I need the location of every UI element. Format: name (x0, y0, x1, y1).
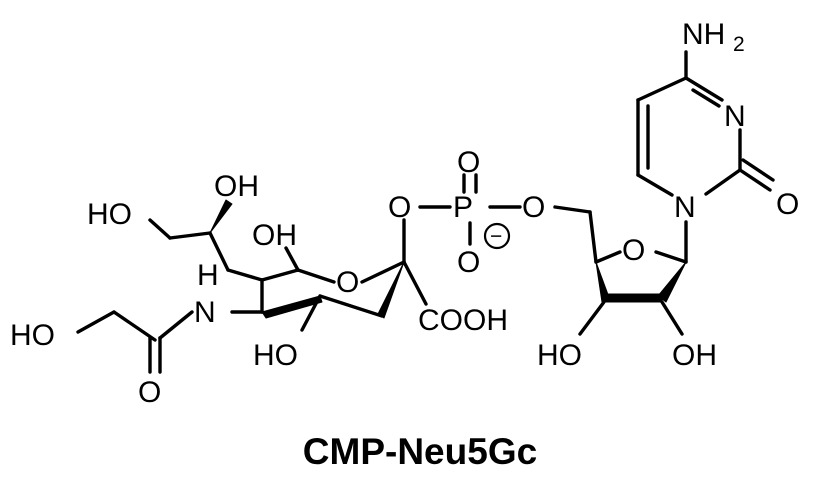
carboxylic-acid-label: COOH (418, 304, 508, 337)
phosphoryl-o-label: O (457, 146, 480, 179)
n1-label: N (674, 191, 696, 224)
phosphate-o-minus-label: O (457, 246, 480, 279)
n3-label: N (724, 100, 746, 133)
amide-n-label: N (194, 296, 216, 329)
ribose-3-hydroxyl-label: OH (672, 339, 717, 372)
glycerol-terminal-hydroxyl-label: HO (87, 198, 132, 231)
phosphate-group (418, 173, 522, 246)
sialic-acid-ring (76, 199, 428, 374)
cytosine-ring (636, 50, 775, 197)
glycerol-top-hydroxyl-label: OH (214, 170, 259, 203)
compound-name: CMP-Neu5Gc (303, 431, 537, 472)
glycerol-mid-hydroxyl-label: OH (252, 219, 297, 252)
cytosine-carbonyl-o-label: O (776, 188, 799, 221)
amine-label: NH (682, 18, 725, 51)
glycolyl-hydroxyl-label: HO (10, 319, 55, 352)
amide-carbonyl-o-label: O (138, 376, 161, 409)
o5-prime-label: O (522, 191, 545, 224)
amide-h-label: H (197, 259, 219, 292)
ribose-ring-o-label: O (622, 234, 645, 267)
sialic-ring-o-label: O (336, 266, 359, 299)
negative-charge-icon: − (483, 222, 511, 250)
ribose-ring (553, 205, 688, 336)
svg-text:−: − (490, 225, 502, 248)
anomeric-o-label: O (388, 191, 411, 224)
amine-subscript: 2 (733, 33, 745, 56)
ribose-2-hydroxyl-label: HO (537, 339, 582, 372)
phosphorus-label: P (453, 191, 473, 224)
c4-hydroxyl-label: HO (253, 339, 298, 372)
